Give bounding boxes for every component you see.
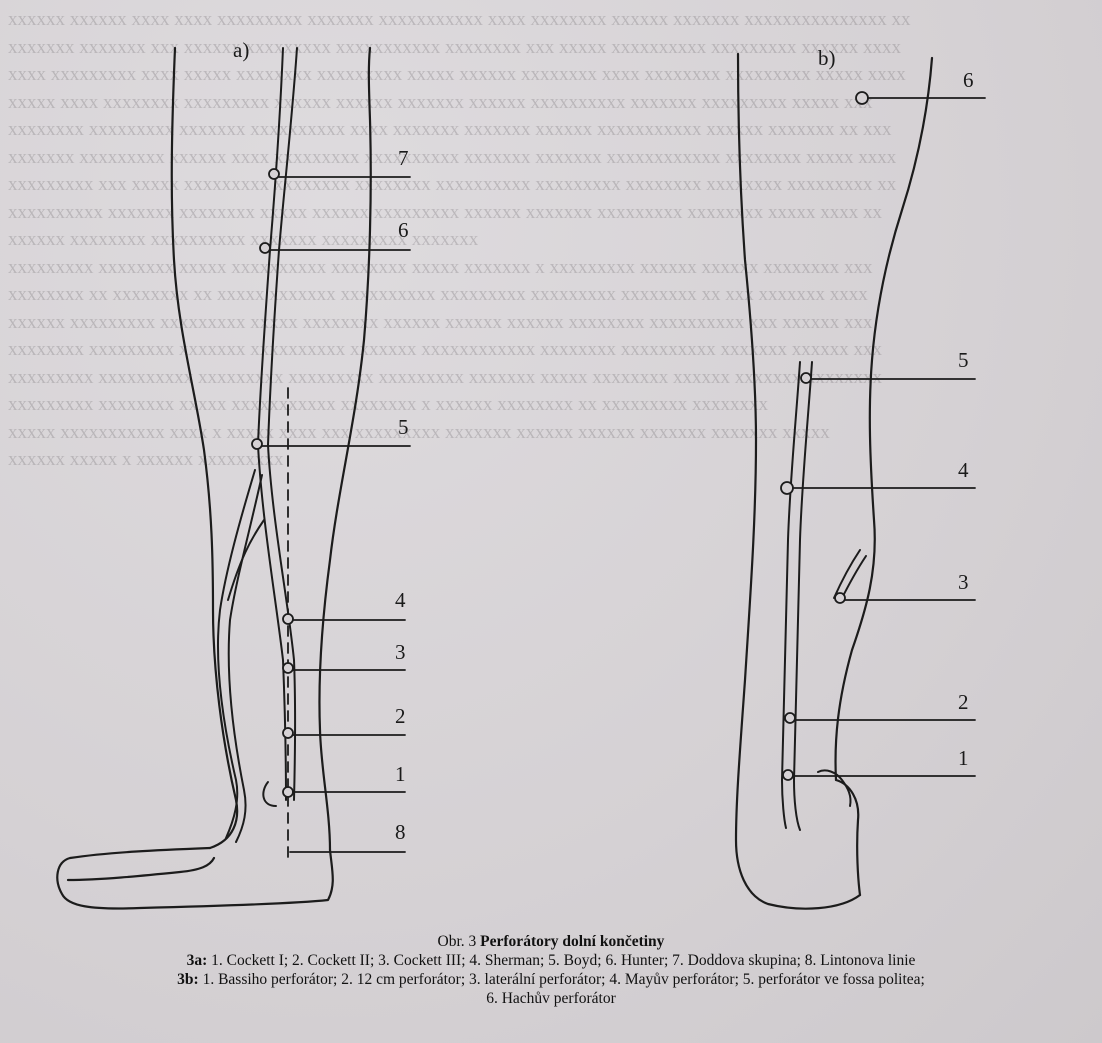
label-b-1: 1 [958,748,969,769]
leader-lines-b [793,98,985,776]
caption-line-b-label: 3b: [177,971,199,988]
label-a-8: 8 [395,822,406,843]
caption-title: Perforátory dolní končetiny [480,933,664,950]
label-a-4: 4 [395,590,406,611]
caption-line-a-text: 1. Cockett I; 2. Cockett II; 3. Cockett … [207,952,915,969]
label-a-2: 2 [395,706,406,727]
perforator-diagram [0,0,1102,930]
label-b-6: 6 [963,70,974,91]
caption-prefix: Obr. 3 [438,933,481,950]
panel-a-label: a) [233,40,249,61]
label-b-4: 4 [958,460,969,481]
caption-title-line: Obr. 3 Perforátory dolní končetiny [0,932,1102,951]
caption-line-b-cont: 6. Hachův perforátor [0,989,1102,1008]
label-a-1: 1 [395,764,406,785]
caption-line-b-cont-text: 6. Hachův perforátor [486,990,616,1007]
label-a-7: 7 [398,148,409,169]
label-b-3: 3 [958,572,969,593]
label-a-6: 6 [398,220,409,241]
perforator-markers-a [252,169,293,797]
caption-line-b: 3b: 1. Bassiho perforátor; 2. 12 cm perf… [0,970,1102,989]
panel-b-label: b) [818,48,836,69]
caption-line-b-text: 1. Bassiho perforátor; 2. 12 cm perforát… [199,971,925,988]
veins-b [782,362,866,830]
label-b-5: 5 [958,350,969,371]
caption-line-a-label: 3a: [187,952,208,969]
label-a-3: 3 [395,642,406,663]
label-b-2: 2 [958,692,969,713]
label-a-5: 5 [398,417,409,438]
figure-caption: Obr. 3 Perforátory dolní končetiny 3a: 1… [0,932,1102,1008]
leg-b-outline [736,54,932,909]
caption-line-a: 3a: 1. Cockett I; 2. Cockett II; 3. Cock… [0,951,1102,970]
